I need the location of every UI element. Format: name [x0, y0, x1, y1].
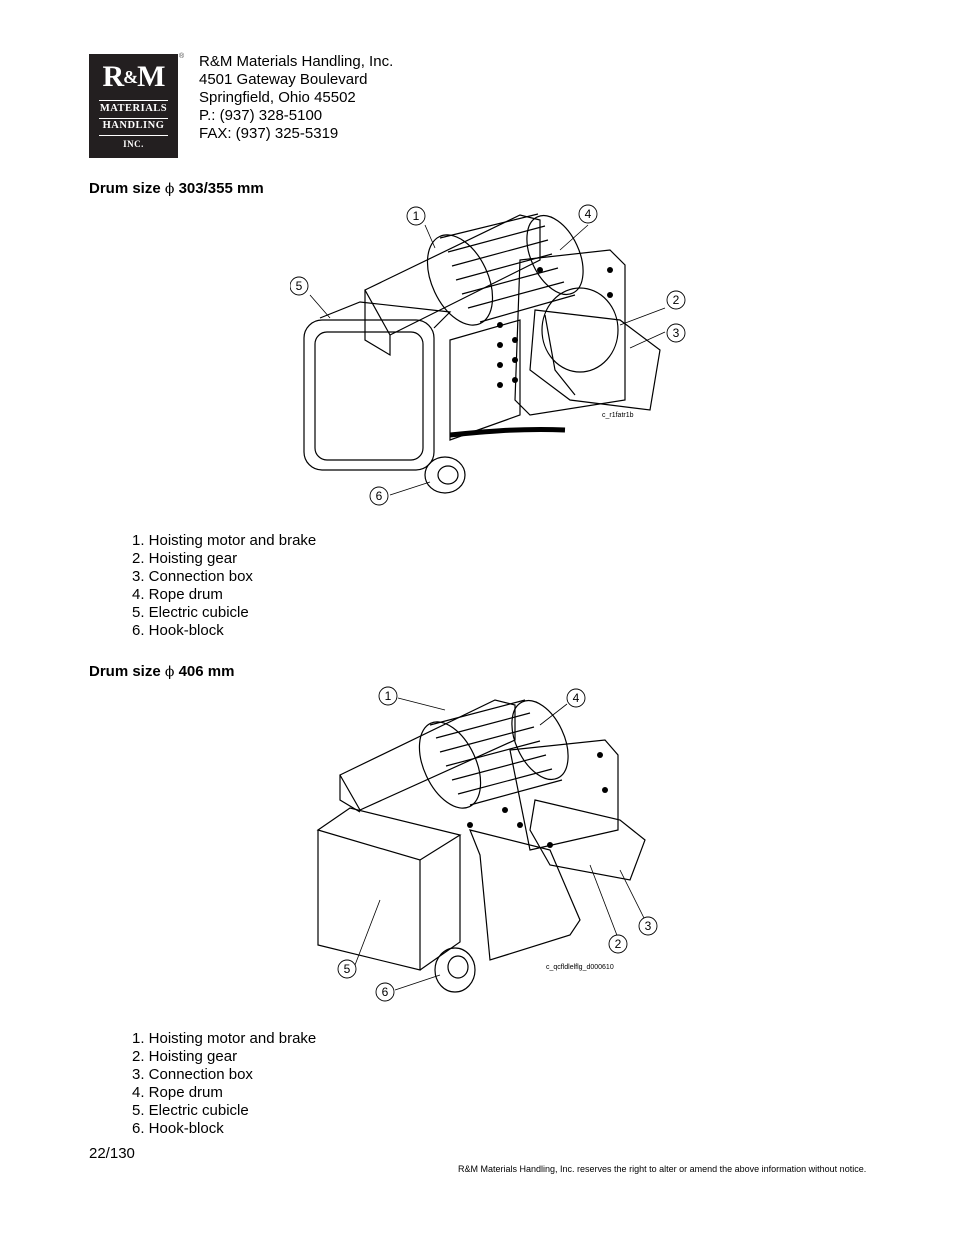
callout-2: 2 — [673, 293, 680, 307]
callout-6: 6 — [382, 985, 389, 999]
list-item: 2. Hoisting gear — [132, 550, 238, 567]
list-item: 5. Electric cubicle — [132, 1102, 249, 1119]
company-address: R&M Materials Handling, Inc. 4501 Gatewa… — [199, 53, 393, 143]
footer-disclaimer: R&M Materials Handling, Inc. reserves th… — [458, 1164, 867, 1174]
address-fax: FAX: (937) 325-5319 — [199, 125, 339, 142]
parts-list-406: 1. Hoisting motor and brake 2. Hoisting … — [132, 1030, 316, 1138]
logo-line-inc: INC. — [123, 139, 144, 149]
callout-6: 6 — [376, 489, 383, 503]
callout-4: 4 — [585, 207, 592, 221]
page-number: 22/130 — [89, 1145, 135, 1162]
logo-line-materials: MATERIALS — [99, 103, 168, 114]
section-heading-drum-406: Drum size ϕ 406 mm — [89, 663, 235, 680]
callout-1: 1 — [385, 689, 392, 703]
logo-wordmark: R&M — [102, 60, 166, 93]
address-phone: P.: (937) 328-5100 — [199, 107, 323, 124]
list-item: 6. Hook-block — [132, 1120, 224, 1137]
hoist-drawing-406: 1 4 3 2 5 6 c_qcfldlelflg_d000610 — [316, 686, 658, 1002]
list-item: 6. Hook-block — [132, 622, 224, 639]
phi-symbol: ϕ — [164, 664, 175, 680]
registered-mark: ® — [179, 53, 185, 60]
callout-5: 5 — [296, 279, 303, 293]
company-logo: R&M MATERIALS HANDLING INC. — [89, 54, 178, 158]
list-item: 1. Hoisting motor and brake — [132, 532, 317, 549]
hoist-drawing-303: 1 4 5 2 3 6 c_r1fatr1b — [290, 204, 686, 506]
list-item: 3. Connection box — [132, 568, 253, 585]
list-item: 1. Hoisting motor and brake — [132, 1030, 317, 1047]
figure-code: c_r1fatr1b — [602, 412, 634, 419]
list-item: 5. Electric cubicle — [132, 604, 249, 621]
address-city: Springfield, Ohio 45502 — [199, 89, 356, 106]
callout-4: 4 — [573, 691, 580, 705]
address-street: 4501 Gateway Boulevard — [199, 71, 368, 88]
list-item: 3. Connection box — [132, 1066, 253, 1083]
callout-3: 3 — [673, 326, 680, 340]
list-item: 2. Hoisting gear — [132, 1048, 238, 1065]
section-heading-drum-303: Drum size ϕ 303/355 mm — [89, 180, 264, 197]
callout-5: 5 — [344, 962, 351, 976]
logo-line-handling: HANDLING — [102, 120, 165, 131]
callout-3: 3 — [645, 919, 652, 933]
phi-symbol: ϕ — [164, 181, 175, 197]
figure-code: c_qcfldlelflg_d000610 — [546, 964, 614, 971]
parts-list-303: 1. Hoisting motor and brake 2. Hoisting … — [132, 532, 316, 640]
callout-2: 2 — [615, 937, 622, 951]
callout-1: 1 — [413, 209, 420, 223]
list-item: 4. Rope drum — [132, 586, 223, 603]
company-name: R&M Materials Handling, Inc. — [199, 53, 394, 70]
list-item: 4. Rope drum — [132, 1084, 223, 1101]
